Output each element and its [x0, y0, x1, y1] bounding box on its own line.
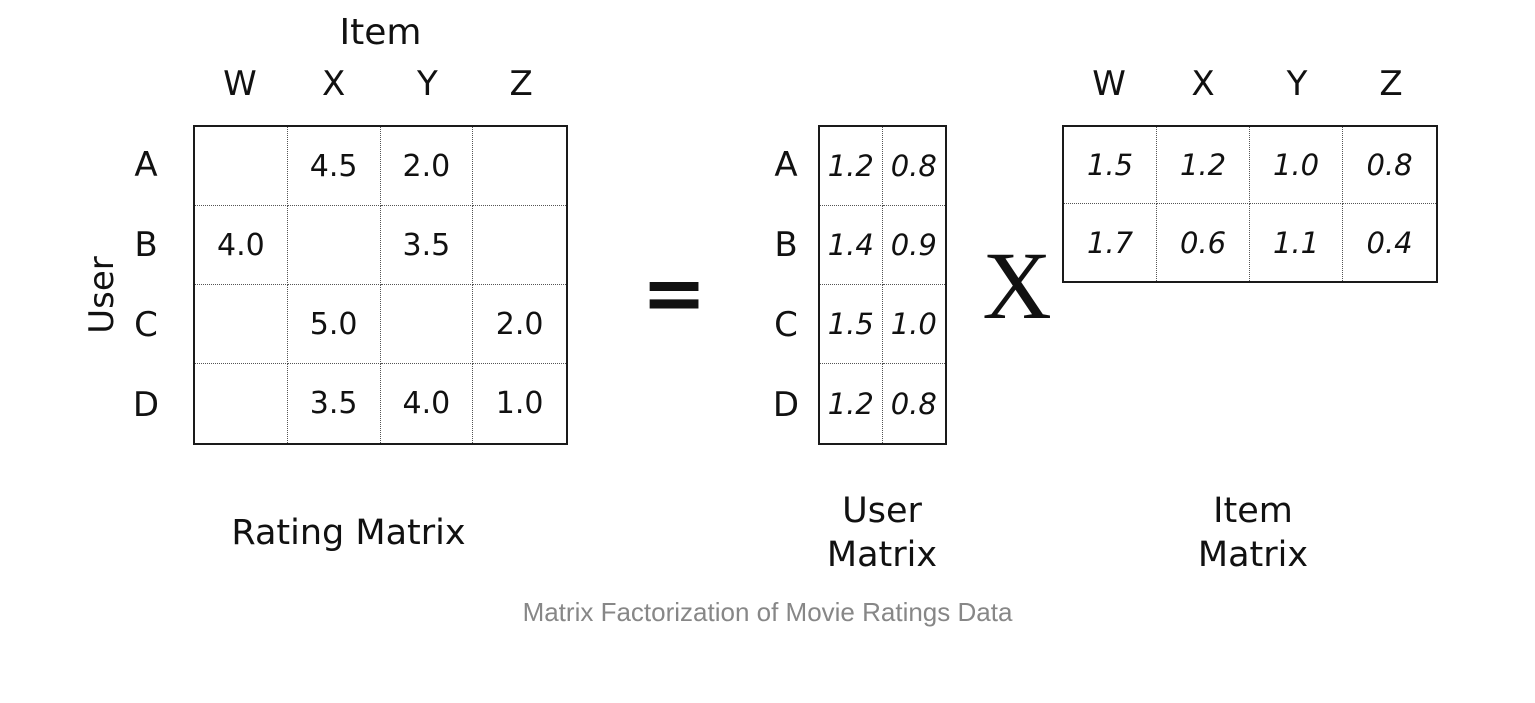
user-row-header-b: B: [774, 225, 798, 265]
rating-matrix-grid: 4.5 2.0 4.0 3.5 5.0 2.0 3.5 4.0 1.0: [193, 125, 568, 445]
rating-cell-c-y: [380, 285, 474, 364]
item-column-header-z: Z: [1379, 64, 1403, 104]
multiply-operator: X: [982, 232, 1052, 339]
user-cell-c-1: 1.5: [820, 285, 883, 364]
equals-operator: =: [641, 248, 706, 339]
item-cell-2-y: 1.1: [1250, 204, 1343, 281]
user-row-header-d: D: [772, 385, 800, 425]
item-cell-1-y: 1.0: [1250, 127, 1343, 204]
rating-cell-b-y: 3.5: [380, 206, 474, 285]
rating-matrix-label: Rating Matrix: [231, 513, 466, 553]
rating-cell-a-x: 4.5: [287, 127, 381, 206]
user-matrix-label-line2: Matrix: [826, 535, 938, 575]
rating-cell-b-z: [473, 206, 566, 285]
row-header-a: A: [134, 145, 158, 185]
user-cell-d-2: 0.8: [890, 386, 937, 421]
row-header-c: C: [134, 305, 158, 345]
item-matrix-label-line1: Item: [1213, 491, 1293, 531]
user-matrix-row-headers: A B C D: [761, 125, 811, 445]
user-cell-c-2: 1.0: [882, 285, 945, 364]
rating-cell-b-x: [287, 206, 381, 285]
user-cell-a-2: 0.8: [882, 127, 945, 206]
user-cell-a-1: 1.2: [820, 127, 883, 206]
column-header-w: W: [223, 64, 257, 104]
user-axis-title: User: [82, 256, 122, 334]
item-cell-1-x: 1.2: [1157, 127, 1250, 204]
item-matrix-column-headers: W X Y Z: [1062, 64, 1438, 110]
item-axis-title: Item: [339, 12, 422, 53]
rating-matrix-column-headers: W X Y Z: [193, 64, 568, 110]
item-cell-2-x: 0.6: [1157, 204, 1250, 281]
user-matrix-grid: 1.2 0.8 1.4 0.9 1.5 1.0 1.2 0.8: [818, 125, 947, 445]
rating-cell-a-z: [473, 127, 566, 206]
item-cell-1-z: 0.8: [1343, 127, 1436, 204]
column-header-z: Z: [509, 64, 533, 104]
rating-cell-d-x: 3.5: [288, 364, 381, 443]
rating-cell-c-w: [195, 285, 288, 364]
row-header-d: D: [132, 385, 160, 425]
column-header-y: Y: [416, 64, 438, 104]
user-matrix-label: User Matrix: [807, 489, 957, 577]
item-column-header-y: Y: [1286, 64, 1308, 104]
item-matrix-label: Item Matrix: [1178, 489, 1328, 577]
user-cell-d-1: 1.2: [820, 364, 883, 443]
rating-cell-d-w: [195, 364, 288, 443]
rating-cell-c-x: 5.0: [287, 285, 381, 364]
item-column-header-w: W: [1092, 64, 1126, 104]
user-row-header-c: C: [774, 305, 798, 345]
item-matrix-label-line2: Matrix: [1197, 535, 1309, 575]
rating-cell-d-z: 1.0: [495, 386, 544, 421]
user-cell-b-2: 0.9: [882, 206, 945, 285]
column-header-x: X: [321, 64, 346, 104]
rating-cell-c-z: 2.0: [473, 285, 566, 364]
rating-cell-a-y: 2.0: [380, 127, 474, 206]
rating-matrix-row-headers: A B C D: [113, 125, 179, 445]
row-header-b: B: [134, 225, 158, 265]
diagram-caption: Matrix Factorization of Movie Ratings Da…: [522, 597, 1013, 627]
rating-cell-a-w: [195, 127, 288, 206]
item-cell-2-z: 0.4: [1366, 225, 1413, 260]
item-column-header-x: X: [1191, 64, 1215, 104]
rating-cell-b-w: 4.0: [195, 206, 288, 285]
rating-cell-d-y: 4.0: [381, 364, 474, 443]
user-row-header-a: A: [774, 145, 798, 185]
user-cell-b-1: 1.4: [820, 206, 883, 285]
user-matrix-label-line1: User: [842, 491, 922, 531]
item-cell-1-w: 1.5: [1064, 127, 1157, 204]
item-matrix-grid: 1.5 1.2 1.0 0.8 1.7 0.6 1.1 0.4: [1062, 125, 1438, 283]
item-cell-2-w: 1.7: [1064, 204, 1157, 281]
